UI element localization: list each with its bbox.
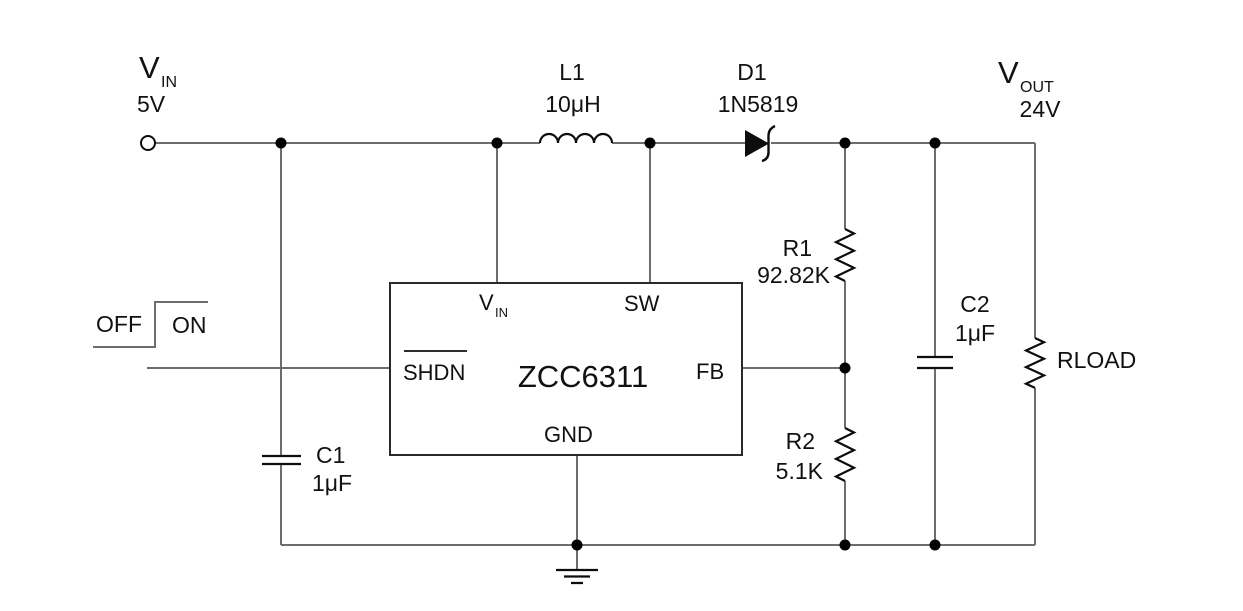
vout-subscript: OUT [1020, 79, 1054, 96]
vin-label: V [139, 50, 160, 85]
r2-value: 5.1K [776, 458, 824, 484]
r2-resistor-symbol [833, 427, 857, 482]
r1-resistor-symbol [833, 228, 857, 282]
vout-voltage: 24V [1020, 96, 1062, 122]
l1-ref: L1 [559, 59, 585, 85]
junction-dot [929, 539, 941, 551]
rload-ref: RLOAD [1057, 347, 1136, 373]
wires [147, 142, 1036, 569]
l1-value: 10μH [545, 91, 600, 117]
junction-dot [275, 137, 287, 149]
rload-resistor-symbol [1023, 337, 1047, 389]
vin-voltage: 5V [137, 91, 166, 117]
c1-capacitor-symbol [262, 454, 301, 466]
junction-dot [491, 137, 503, 149]
ic-part-number: ZCC6311 [518, 359, 648, 394]
vin-subscript: IN [161, 74, 177, 91]
junction-dot-gnd-node [571, 539, 583, 551]
diode-schottky-cathode-bar [761, 124, 776, 163]
shutdown-step-waveform [93, 301, 208, 348]
r2-ref: R2 [786, 428, 815, 454]
ic-pin-vin: V [479, 290, 494, 315]
junction-dot [839, 539, 851, 551]
junction-dot [929, 137, 941, 149]
vin-terminal [140, 135, 156, 151]
earth-ground-symbol [556, 568, 598, 585]
junction-dot [839, 137, 851, 149]
c2-value: 1μF [955, 320, 995, 346]
d1-ref: D1 [737, 59, 766, 85]
vout-label: V [998, 55, 1019, 90]
inductor-symbol [538, 132, 614, 144]
ic-pin-vin-sub: IN [495, 305, 508, 320]
schottky-diode-symbol [745, 124, 776, 163]
c1-value: 1μF [312, 470, 352, 496]
ic-pin-sw: SW [624, 291, 660, 316]
diode-anode-triangle [745, 130, 769, 157]
shutdown-off-label: OFF [96, 311, 142, 337]
ic-pin-gnd: GND [544, 422, 593, 447]
c2-ref: C2 [960, 291, 989, 317]
ic-pin-shdn: SHDN [403, 360, 465, 385]
shutdown-on-label: ON [172, 312, 207, 338]
junction-dots [275, 137, 941, 551]
c2-capacitor-symbol [917, 355, 953, 370]
r1-ref: R1 [783, 235, 812, 261]
ic-body-zcc6311 [389, 282, 743, 456]
d1-value: 1N5819 [718, 91, 799, 117]
junction-dot [644, 137, 656, 149]
ic-pin-fb: FB [696, 359, 724, 384]
junction-dot-fb-node [839, 362, 851, 374]
r1-value: 92.82K [757, 262, 831, 288]
c1-ref: C1 [316, 442, 345, 468]
